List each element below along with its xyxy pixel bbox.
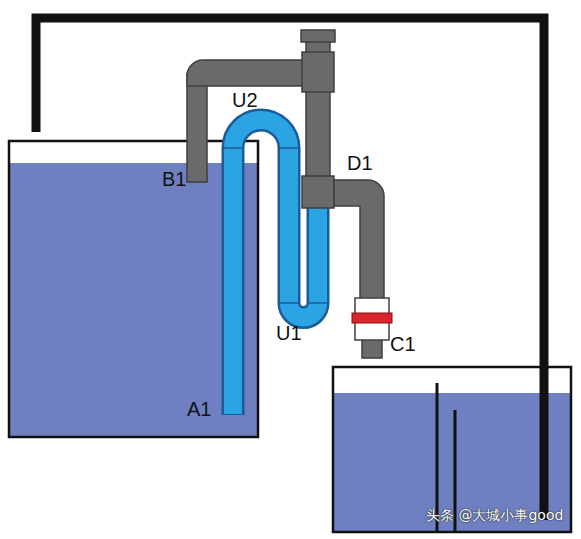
part-label: B1 [162, 168, 186, 190]
sump-tank [333, 367, 571, 532]
part-label: U1 [276, 322, 302, 344]
return-pipe [36, 18, 544, 520]
watermark: 头条 @大城小事good [426, 508, 563, 523]
sump-water [333, 393, 571, 532]
part-label: A1 [187, 398, 211, 420]
main-tank [9, 141, 258, 437]
tank-water [9, 163, 258, 437]
union-ring [352, 313, 392, 323]
part-label: C1 [390, 333, 416, 355]
part-label: D1 [347, 152, 373, 174]
part-label: U2 [232, 89, 258, 111]
